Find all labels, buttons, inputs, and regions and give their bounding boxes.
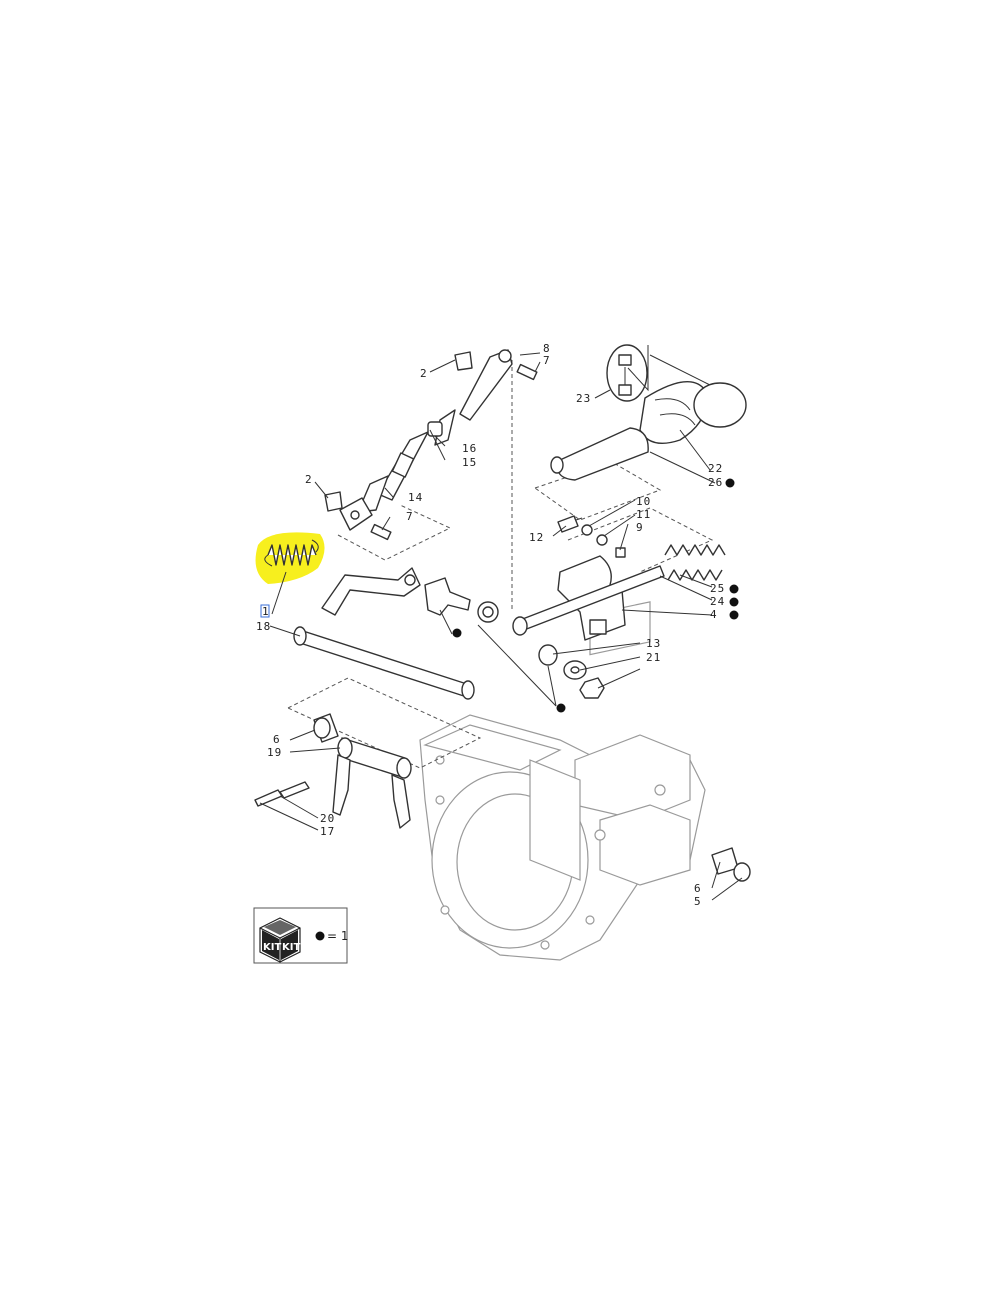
kit-dot [729, 597, 739, 607]
callout-1-box [260, 604, 270, 618]
callout-24: 24 [710, 595, 725, 608]
callout-13: 13 [646, 637, 661, 650]
callout-16: 16 [462, 442, 477, 455]
kit-dot [452, 628, 462, 638]
callout-12: 12 [529, 531, 544, 544]
callout-9: 9 [636, 521, 644, 534]
callout-10: 10 [636, 495, 651, 508]
callout-18: 18 [256, 620, 271, 633]
kit-text-left: KIT [263, 942, 281, 953]
kit-legend: KIT KIT = 1 [253, 907, 349, 964]
pivot-components [424, 577, 605, 699]
callout-labels: 8 7 2 23 16 15 22 26 2 14 10 11 7 9 12 2… [256, 342, 725, 908]
callout-15: 15 [462, 456, 477, 469]
callout-6-right: 6 [694, 882, 702, 895]
grouping-dashed-lines [286, 360, 714, 769]
callout-22: 22 [708, 462, 723, 475]
callout-26: 26 [708, 476, 723, 489]
callout-4: 4 [710, 608, 718, 621]
callout-5: 5 [694, 895, 702, 908]
callout-20: 20 [320, 812, 335, 825]
kit-dot [556, 703, 566, 713]
callout-2-top: 2 [420, 367, 428, 380]
callout-7-mid: 7 [406, 510, 414, 523]
shift-plate-assembly [512, 544, 726, 641]
callout-14: 14 [408, 491, 423, 504]
kit-text-right: KIT [282, 942, 300, 953]
callout-2-mid: 2 [305, 473, 313, 486]
callout-8: 8 [543, 342, 551, 355]
kit-dot [729, 584, 739, 594]
kit-legend-equals: = 1 [327, 929, 349, 943]
callout-1: 1 [262, 605, 270, 618]
shift-lever-knob [550, 344, 747, 481]
callout-7-top: 7 [543, 354, 551, 367]
kit-legend-dot [315, 931, 325, 941]
callout-25: 25 [710, 582, 725, 595]
leader-lines [259, 345, 743, 901]
callout-23: 23 [576, 392, 591, 405]
transmission-housing [419, 601, 706, 961]
kit-dot [725, 478, 735, 488]
callout-11: 11 [636, 508, 651, 521]
callout-21: 21 [646, 651, 661, 664]
callout-6-left: 6 [273, 733, 281, 746]
kit-box-icon: KIT KIT [259, 917, 301, 963]
kit-markers [452, 478, 739, 713]
kit-dot [729, 610, 739, 620]
spring-part-1 [255, 532, 325, 584]
upper-linkage [324, 349, 538, 541]
callout-17: 17 [320, 825, 335, 838]
callout-19: 19 [267, 746, 282, 759]
right-sleeves [711, 847, 751, 882]
lower-fork-assembly [254, 713, 412, 829]
